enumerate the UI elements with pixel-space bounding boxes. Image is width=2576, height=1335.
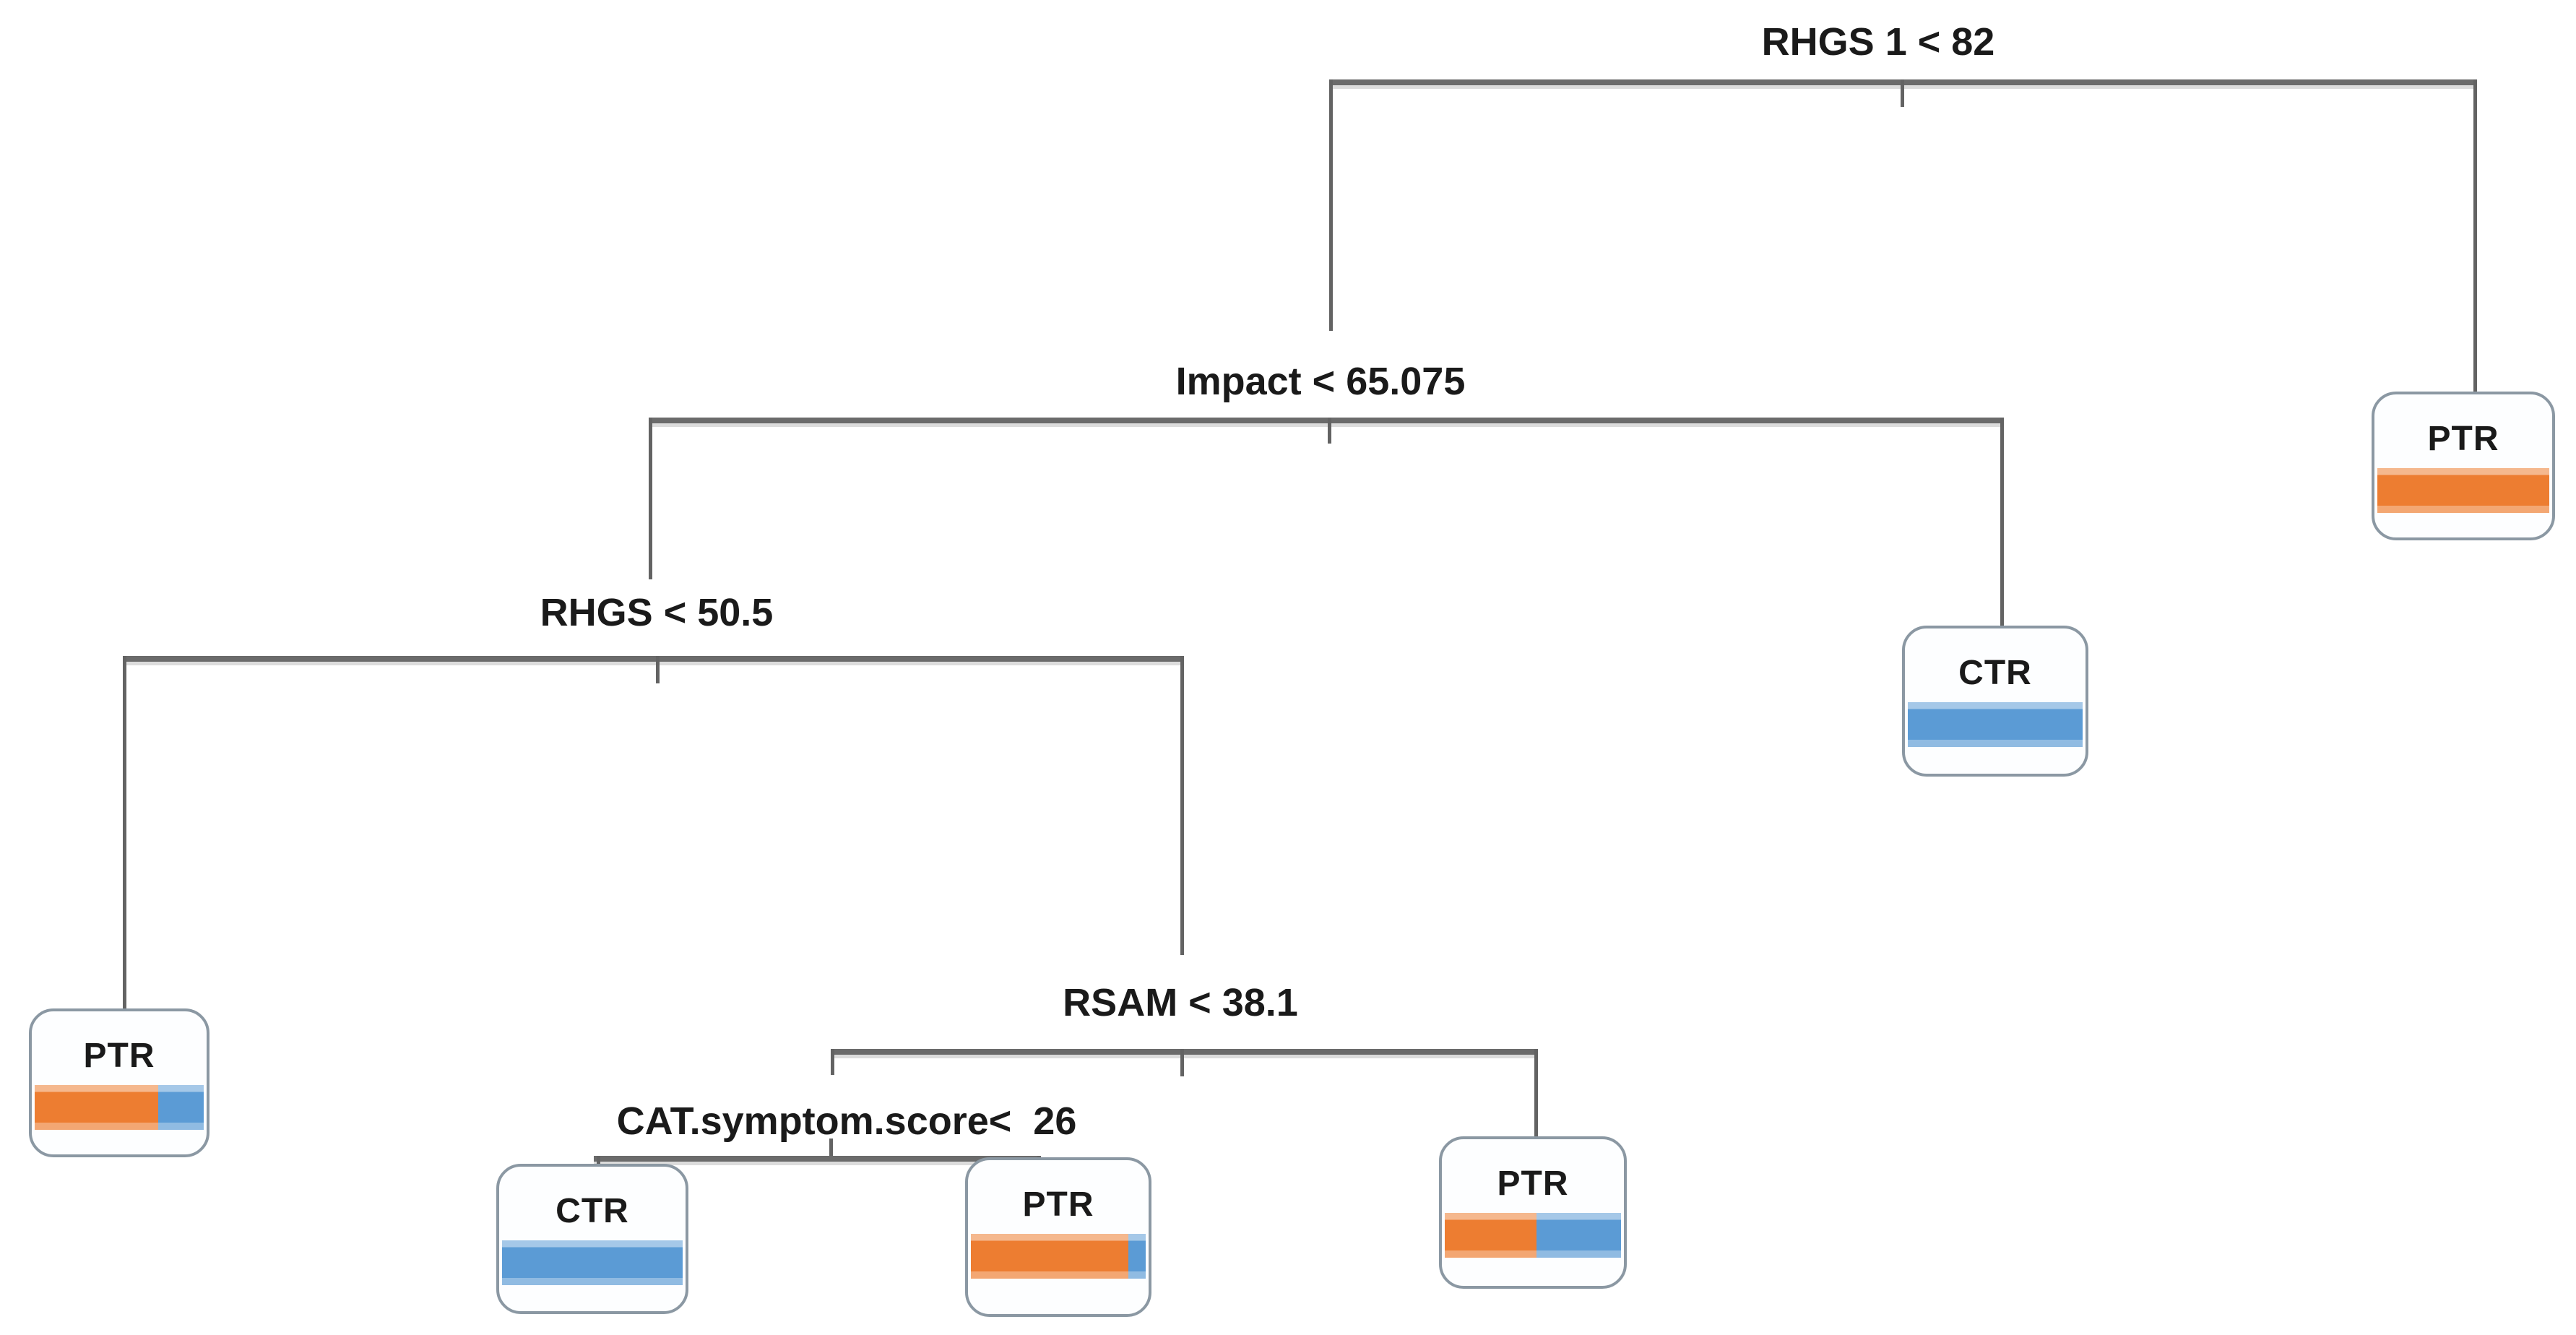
branch-stub-cat: [829, 1139, 833, 1156]
split-condition-impact: Impact < 65.075: [1175, 360, 1466, 403]
leaf-segment-blue: [157, 1085, 204, 1130]
branch-stub-rhgs: [656, 656, 660, 683]
branch-stub-impact: [1328, 418, 1331, 444]
leaf-segment-blue: [1128, 1234, 1146, 1279]
leaf-node-cat-right: PTR: [965, 1157, 1151, 1317]
branch-bar-rsam: [831, 1049, 1537, 1055]
branch-drop-cat-left: [597, 1156, 600, 1170]
leaf-segment-blue: [502, 1240, 683, 1285]
branch-drop-rhgs-right: [1180, 656, 1184, 955]
branch-drop-impact-left: [649, 418, 652, 579]
leaf-segment-blue: [1908, 702, 2083, 747]
leaf-class-distribution-bar: [971, 1234, 1146, 1279]
split-condition-cat: CAT.symptom.score< 26: [616, 1099, 1077, 1143]
branch-bar-cat: [594, 1156, 1040, 1162]
branch-drop-rsam-right: [1534, 1049, 1538, 1140]
leaf-segment-orange: [35, 1085, 158, 1130]
leaf-class-label: PTR: [1497, 1164, 1569, 1203]
split-condition-rhgs: RHGS < 50.5: [540, 591, 774, 634]
leaf-class-distribution-bar: [1908, 702, 2083, 747]
split-condition-rsam: RSAM < 38.1: [1063, 981, 1298, 1024]
branch-stub-root: [1901, 79, 1904, 107]
leaf-node-impact-right: CTR: [1902, 626, 2088, 777]
leaf-class-distribution-bar: [35, 1085, 204, 1130]
leaf-node-root-right: PTR: [2372, 392, 2555, 540]
leaf-class-label: PTR: [83, 1036, 155, 1075]
leaf-class-distribution-bar: [2377, 468, 2549, 513]
branch-bar-rhgs: [123, 656, 1183, 662]
branch-drop-root-right: [2473, 79, 2477, 396]
leaf-class-label: CTR: [1958, 653, 2032, 692]
leaf-class-distribution-bar: [502, 1240, 683, 1285]
branch-drop-rhgs-left: [123, 656, 126, 1011]
leaf-node-cat-left: CTR: [496, 1164, 688, 1314]
branch-stub-rsam: [1180, 1049, 1184, 1076]
branch-drop-rsam-left: [831, 1049, 834, 1075]
split-condition-root: RHGS 1 < 82: [1761, 20, 1995, 64]
leaf-class-label: PTR: [1022, 1185, 1094, 1224]
branch-drop-root-left: [1329, 79, 1333, 331]
leaf-class-label: PTR: [2427, 419, 2499, 458]
leaf-segment-blue: [1536, 1213, 1621, 1258]
leaf-segment-orange: [1445, 1213, 1536, 1258]
leaf-segment-orange: [2377, 468, 2549, 513]
leaf-node-rsam-right: PTR: [1439, 1136, 1627, 1289]
branch-bar-impact: [649, 418, 2003, 423]
leaf-class-distribution-bar: [1445, 1213, 1621, 1258]
branch-drop-impact-right: [2000, 418, 2004, 628]
leaf-segment-orange: [971, 1234, 1128, 1279]
leaf-node-rhgs-left: PTR: [29, 1008, 209, 1157]
leaf-class-label: CTR: [556, 1191, 629, 1230]
